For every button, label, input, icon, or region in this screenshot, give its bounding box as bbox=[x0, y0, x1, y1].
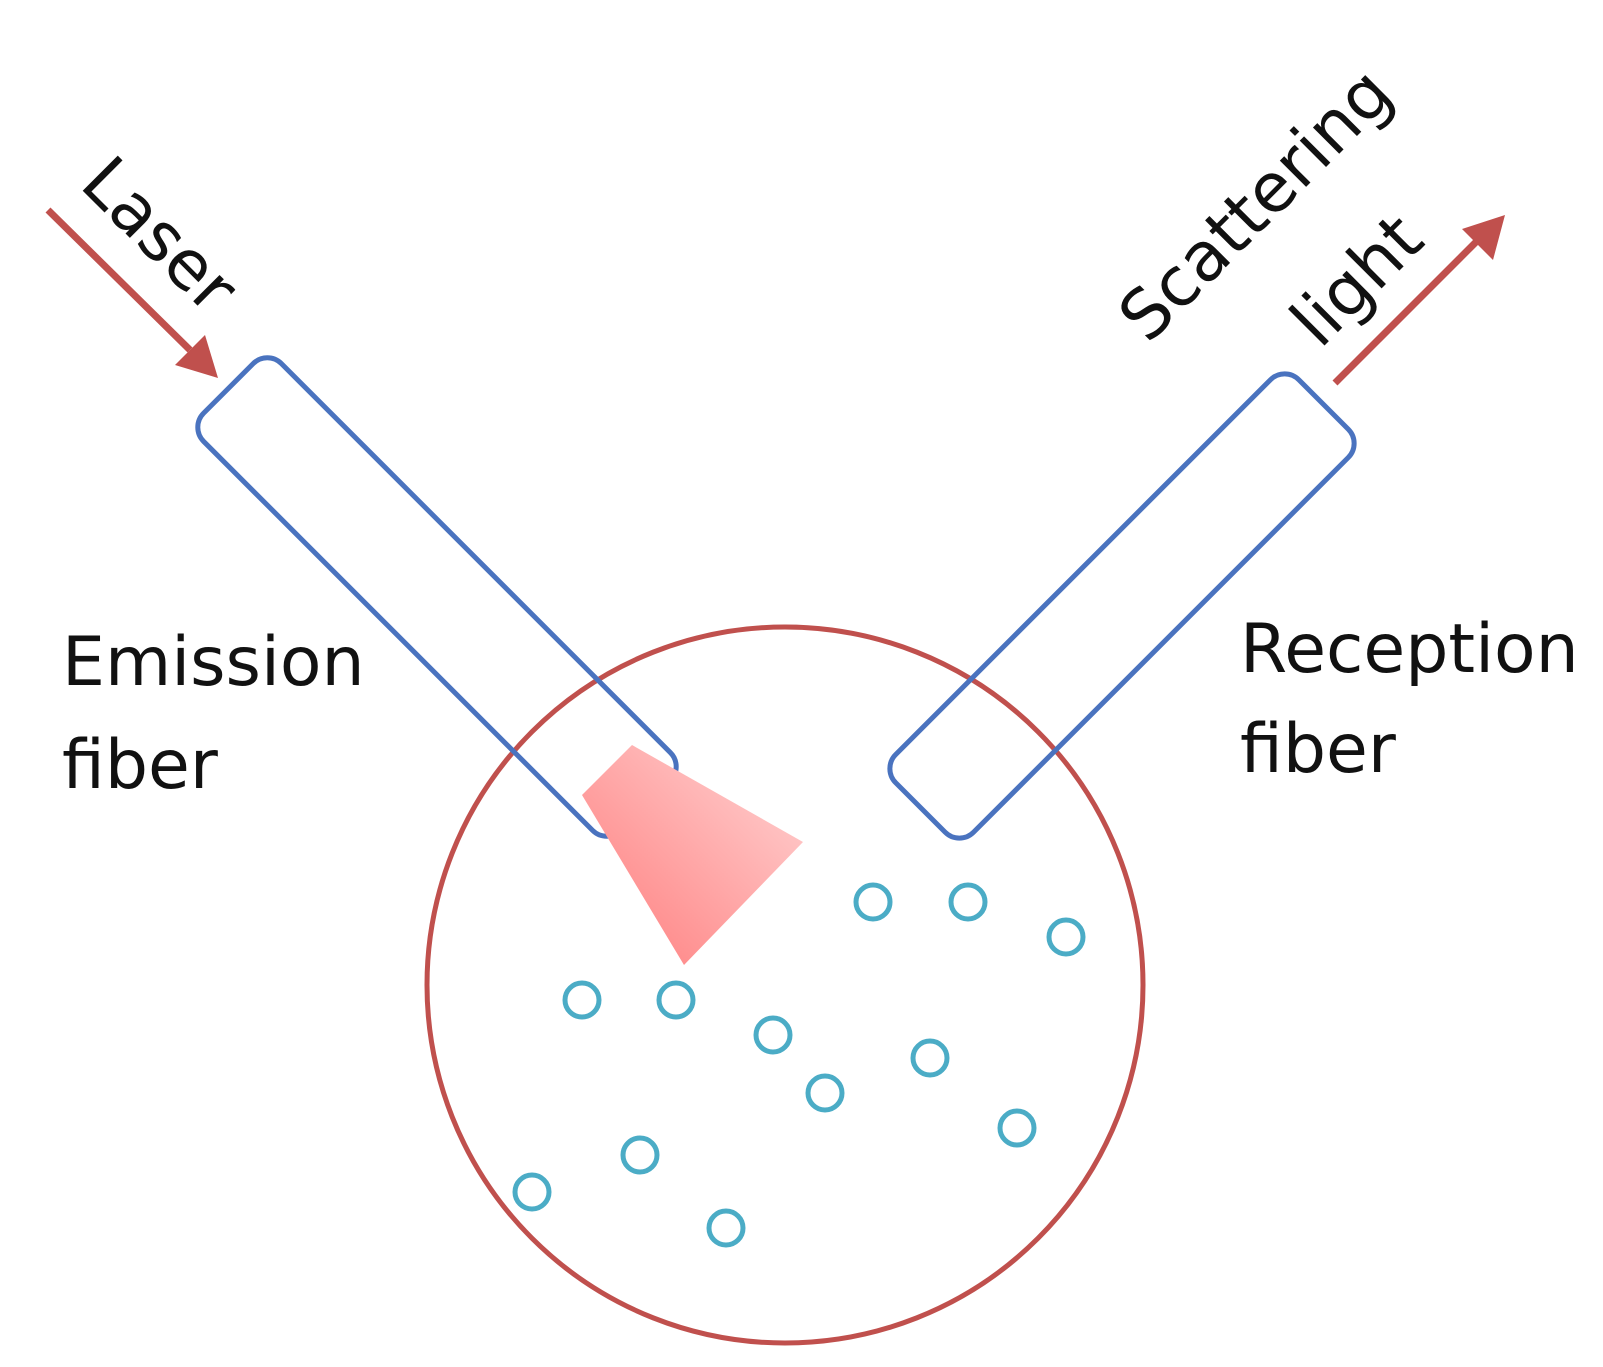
particle-ring-icon bbox=[562, 980, 602, 1020]
particle-ring-icon bbox=[1046, 917, 1086, 957]
particle-ring-icon bbox=[910, 1038, 950, 1078]
scatter-arrow-icon bbox=[1332, 215, 1505, 386]
reception-fiber-label: fiber bbox=[1240, 710, 1396, 789]
particle-ring-icon bbox=[512, 1172, 552, 1212]
particle-ring-icon bbox=[656, 980, 696, 1020]
laser-beam-cone bbox=[582, 745, 803, 965]
sample-vessel bbox=[424, 624, 1146, 1346]
particles bbox=[512, 882, 1086, 1248]
particle-ring-icon bbox=[853, 882, 893, 922]
particle-ring-icon bbox=[805, 1073, 845, 1113]
particle-ring-icon bbox=[753, 1015, 793, 1055]
light-label: light bbox=[1276, 200, 1438, 362]
particle-ring-icon bbox=[706, 1208, 746, 1248]
reception-fiber bbox=[887, 371, 1357, 841]
particle-ring-icon bbox=[997, 1108, 1037, 1148]
emission-fiber-label: fiber bbox=[62, 726, 218, 805]
reception-label: Reception bbox=[1240, 610, 1579, 689]
laser-arrow-icon bbox=[45, 207, 218, 378]
emission-label: Emission bbox=[62, 623, 365, 702]
laser-label: Laser bbox=[66, 142, 253, 329]
particle-ring-icon bbox=[948, 882, 988, 922]
particle-ring-icon bbox=[620, 1135, 660, 1175]
